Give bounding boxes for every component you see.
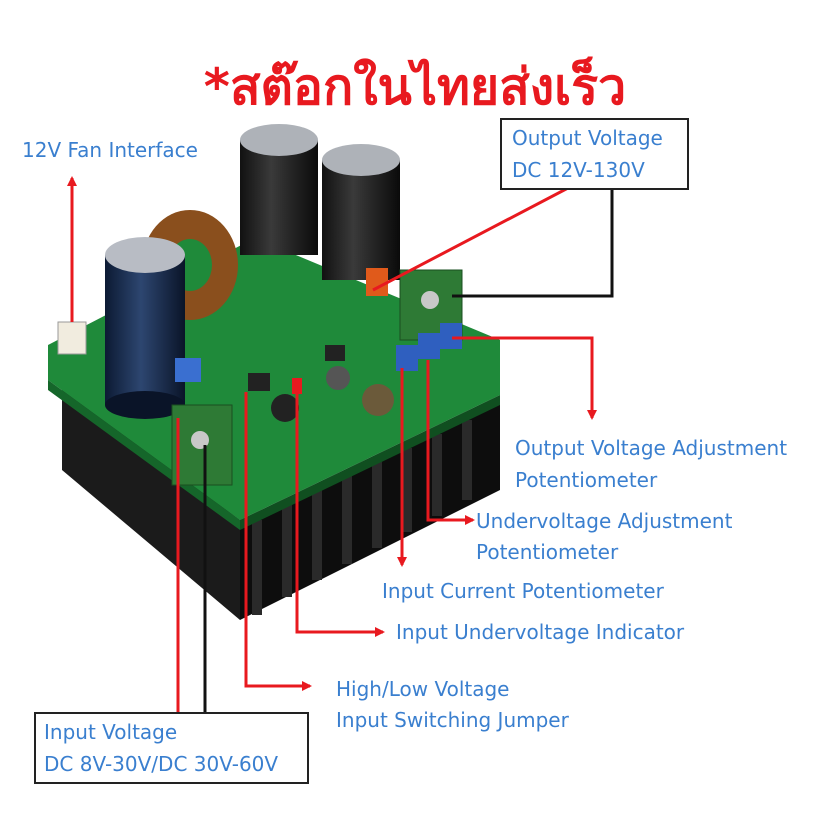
potentiometer-2: [418, 333, 440, 359]
jumper-label-line2: Input Switching Jumper: [336, 708, 569, 732]
arrow-undervoltage-indicator: [295, 390, 385, 637]
heatsink: [62, 385, 500, 620]
capacitor-rear-2: [322, 144, 400, 280]
potentiometer-1: [396, 345, 418, 371]
input-voltage-box: Input Voltage DC 8V-30V/DC 30V-60V: [34, 712, 309, 784]
output-voltage-title: Output Voltage: [512, 126, 663, 150]
arrow-output-voltage-red: [372, 185, 570, 292]
output-voltage-range: DC 12V-130V: [512, 158, 645, 182]
capacitor-large-left: [105, 237, 185, 419]
undervoltage-adjustment-label-line1: Undervoltage Adjustment: [476, 509, 733, 533]
undervoltage-adjustment-label-line2: Potentiometer: [476, 540, 619, 564]
input-voltage-title: Input Voltage: [44, 720, 178, 744]
capacitor-rear-1: [240, 124, 318, 255]
arrow-output-adjustment: [452, 336, 597, 420]
input-voltage-range: DC 8V-30V/DC 30V-60V: [44, 752, 279, 776]
fan-connector: [57, 321, 87, 355]
line-output-voltage-black: [452, 188, 614, 298]
arrow-jumper: [244, 392, 312, 691]
arrow-undervoltage-adjustment: [426, 360, 475, 525]
thai-stock-banner: *สต๊อกในไทยส่งเร็ว: [203, 58, 627, 116]
input-undervoltage-indicator-label: Input Undervoltage Indicator: [396, 620, 685, 644]
output-adjustment-label-line2: Potentiometer: [515, 468, 658, 492]
output-adjustment-label-line1: Output Voltage Adjustment: [515, 436, 788, 460]
fan-interface-label: 12V Fan Interface: [22, 138, 198, 162]
jumper-label-line1: High/Low Voltage: [336, 677, 510, 701]
potentiometer-3: [440, 323, 462, 349]
output-voltage-box: Output Voltage DC 12V-130V: [500, 118, 689, 190]
input-current-label: Input Current Potentiometer: [382, 579, 664, 603]
